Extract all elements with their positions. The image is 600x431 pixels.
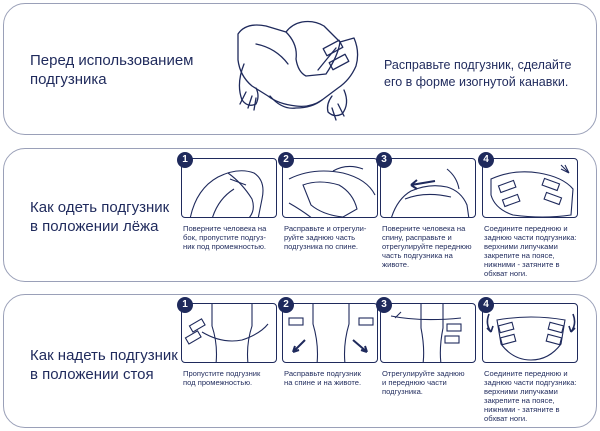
- lying-step-4-caption: Соедините переднюю и заднюю части подгуз…: [484, 224, 577, 278]
- standing-step-2-illustration: [282, 303, 378, 363]
- lying-heading: Как одеть подгузник в положении лёжа: [30, 199, 170, 235]
- standing-step-4-caption: Соедините переднюю и заднюю части подгуз…: [484, 369, 577, 423]
- standing-step-3-illustration: [380, 303, 476, 363]
- intro-heading: Перед использованием подгузника: [30, 52, 194, 88]
- standing-step-3-caption: Отрегулируйте заднюю и переднюю части по…: [382, 369, 465, 396]
- lying-step-2-caption: Расправьте и отрегули- руйте заднюю част…: [284, 224, 367, 251]
- standing-step-1-illustration: [181, 303, 277, 363]
- lying-panel: Как одеть подгузник в положении лёжа 1 П…: [3, 148, 597, 282]
- step-number-badge: 2: [278, 152, 294, 168]
- lying-step-4-illustration: [482, 158, 578, 218]
- intro-panel: Перед использованием подгузника Расправь…: [3, 3, 597, 135]
- step-number-badge: 3: [376, 152, 392, 168]
- step-number-badge: 1: [177, 297, 193, 313]
- step-number-badge: 4: [478, 152, 494, 168]
- lying-step-1-illustration: [181, 158, 277, 218]
- lying-step-1-caption: Поверните человека на бок, пропустите по…: [183, 224, 267, 251]
- step-number-badge: 2: [278, 297, 294, 313]
- standing-step-2-caption: Расправьте подгузник на спине и на живот…: [284, 369, 362, 387]
- standing-step-4-illustration: [482, 303, 578, 363]
- standing-step-1-caption: Пропустите подгузник под промежностью.: [183, 369, 261, 387]
- standing-heading: Как надеть подгузник в положении стоя: [30, 347, 178, 383]
- standing-panel: Как надеть подгузник в положении стоя 1 …: [3, 294, 597, 428]
- lying-step-3-caption: Поверните человека на спину, расправьте …: [382, 224, 472, 269]
- lying-step-3-illustration: [380, 158, 476, 218]
- step-number-badge: 3: [376, 297, 392, 313]
- lying-step-2-illustration: [282, 158, 378, 218]
- diaper-unfold-illustration: [226, 4, 366, 134]
- intro-instruction: Расправьте подгузник, сделайте его в фор…: [384, 58, 572, 89]
- step-number-badge: 4: [478, 297, 494, 313]
- step-number-badge: 1: [177, 152, 193, 168]
